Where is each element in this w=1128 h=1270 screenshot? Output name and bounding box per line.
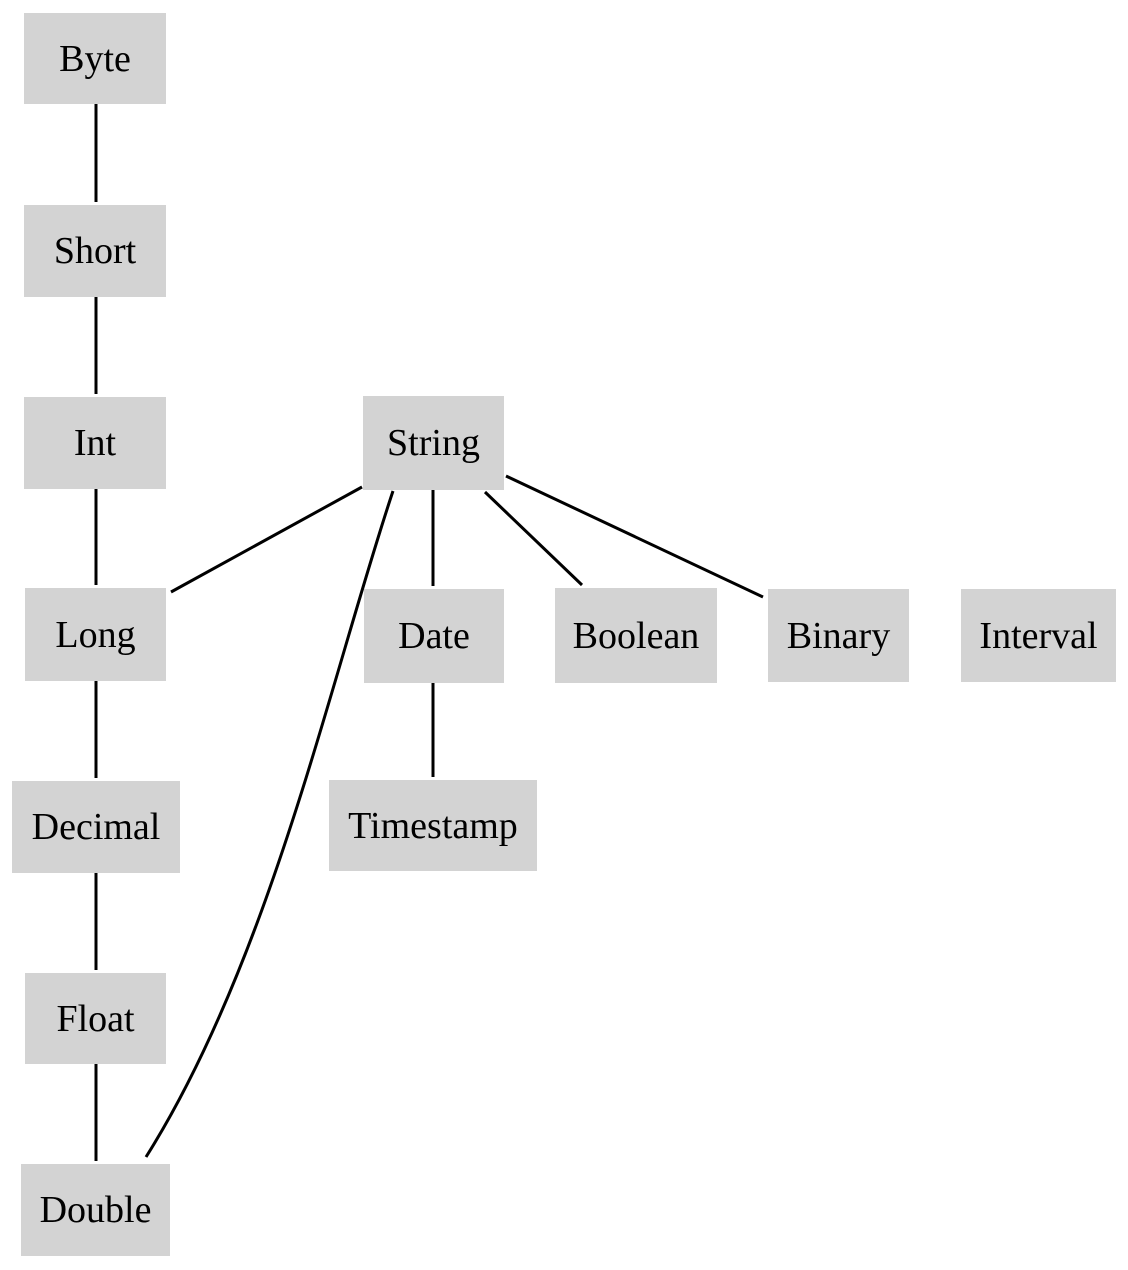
- node-binary: Binary: [768, 589, 909, 682]
- node-double: Double: [21, 1164, 170, 1256]
- node-string: String: [363, 396, 504, 490]
- node-boolean: Boolean: [555, 588, 717, 683]
- node-interval: Interval: [961, 589, 1116, 682]
- node-timestamp: Timestamp: [329, 780, 537, 871]
- edge-string-binary: [505, 474, 764, 599]
- node-short: Short: [24, 205, 166, 297]
- edge-string-boolean: [483, 490, 584, 587]
- node-date: Date: [364, 589, 504, 683]
- node-long: Long: [25, 588, 166, 681]
- edge-string-double: [144, 490, 395, 1158]
- node-float: Float: [25, 973, 166, 1064]
- edge-string-long: [170, 485, 363, 594]
- node-int: Int: [24, 397, 166, 489]
- node-byte: Byte: [24, 13, 166, 104]
- node-decimal: Decimal: [12, 781, 180, 873]
